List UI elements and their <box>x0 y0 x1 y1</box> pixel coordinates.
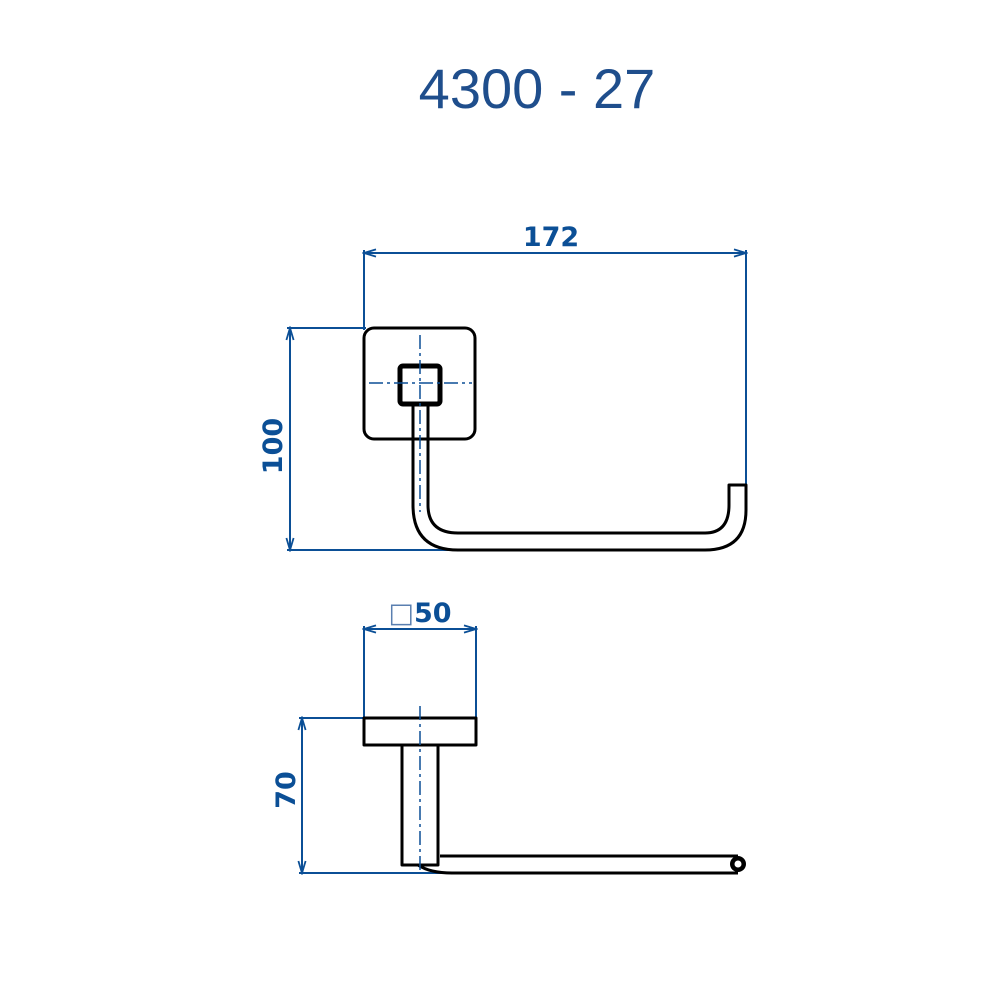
square-symbol: □ <box>388 598 414 629</box>
top-view: 172 100 <box>258 222 746 550</box>
plate-dimension-label: □50 <box>388 598 451 629</box>
depth-dimension-label: 70 <box>271 771 302 809</box>
side-view: □50 70 <box>271 598 746 873</box>
product-code-title: 4300 - 27 <box>419 57 656 120</box>
rod-side-outline <box>417 854 738 875</box>
height-dimension-label: 100 <box>258 418 289 474</box>
rod-end-hole <box>734 860 742 868</box>
plate-dimension-value: 50 <box>414 598 452 629</box>
holder-rod-outline <box>411 404 748 552</box>
width-dimension-label: 172 <box>523 222 579 253</box>
